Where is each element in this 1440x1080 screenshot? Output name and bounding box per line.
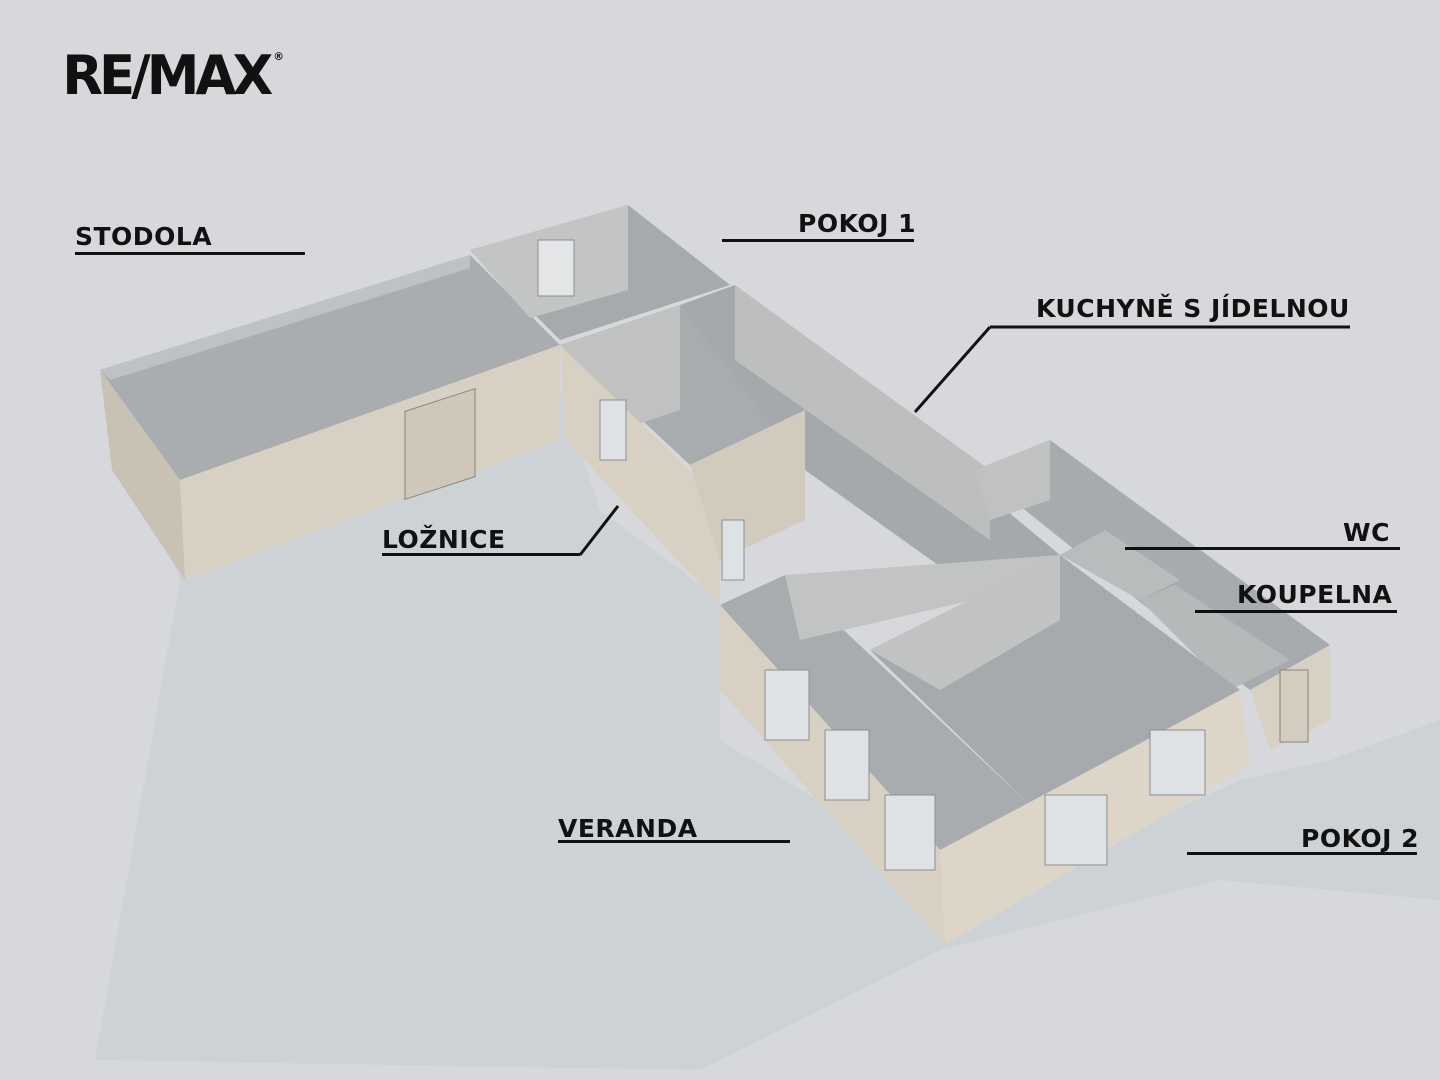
stodola-door (404, 387, 476, 501)
kuchyne-front-wall (690, 410, 805, 560)
underline-koupelna (1195, 610, 1397, 613)
wc-block-wall (975, 440, 1050, 520)
label-koupelna: KOUPELNA (1237, 580, 1393, 609)
wc-block-door (1279, 669, 1309, 743)
underline-loznice (382, 553, 580, 556)
stodola-left-wall (100, 370, 185, 580)
underline-stodola (75, 252, 305, 255)
leader-loznice (578, 505, 620, 556)
underline-pokoj1 (722, 239, 914, 242)
underline-veranda (558, 840, 790, 843)
remax-logo: RE/MAX® (62, 44, 285, 107)
veranda-back-wall (785, 555, 1060, 640)
label-veranda: VERANDA (558, 814, 698, 843)
label-pokoj2: POKOJ 2 (1301, 824, 1419, 853)
veranda-window-2 (824, 729, 870, 801)
loznice-window (599, 399, 627, 461)
wc-walls (1060, 530, 1180, 600)
koupelna-walls (1140, 585, 1290, 690)
leader-kuchyne (913, 326, 992, 413)
veranda-window-3 (884, 794, 936, 871)
pokoj2-window-1 (1044, 794, 1108, 866)
loznice-wall (560, 305, 680, 430)
stodola-floor (100, 255, 560, 480)
pokoj2-back-wall (870, 555, 1060, 690)
label-pokoj1: POKOJ 1 (798, 209, 916, 238)
kuchyne-window (721, 519, 745, 581)
label-loznice: LOŽNICE (382, 525, 506, 554)
ground-shadow (95, 345, 1440, 1070)
kuchyne-wall (735, 285, 990, 540)
underline-wc (1125, 547, 1400, 550)
label-kuchyne: KUCHYNĚ S JÍDELNOU (1036, 294, 1350, 323)
underline-pokoj2 (1187, 852, 1417, 855)
label-wc: WC (1343, 518, 1390, 547)
pokoj2-window-2 (1149, 729, 1206, 796)
veranda-window-1 (764, 669, 810, 741)
stodola-back-wall (100, 255, 470, 380)
label-stodola: STODOLA (75, 222, 213, 251)
pokoj1-window (537, 239, 575, 297)
veranda-floor (720, 575, 1030, 850)
